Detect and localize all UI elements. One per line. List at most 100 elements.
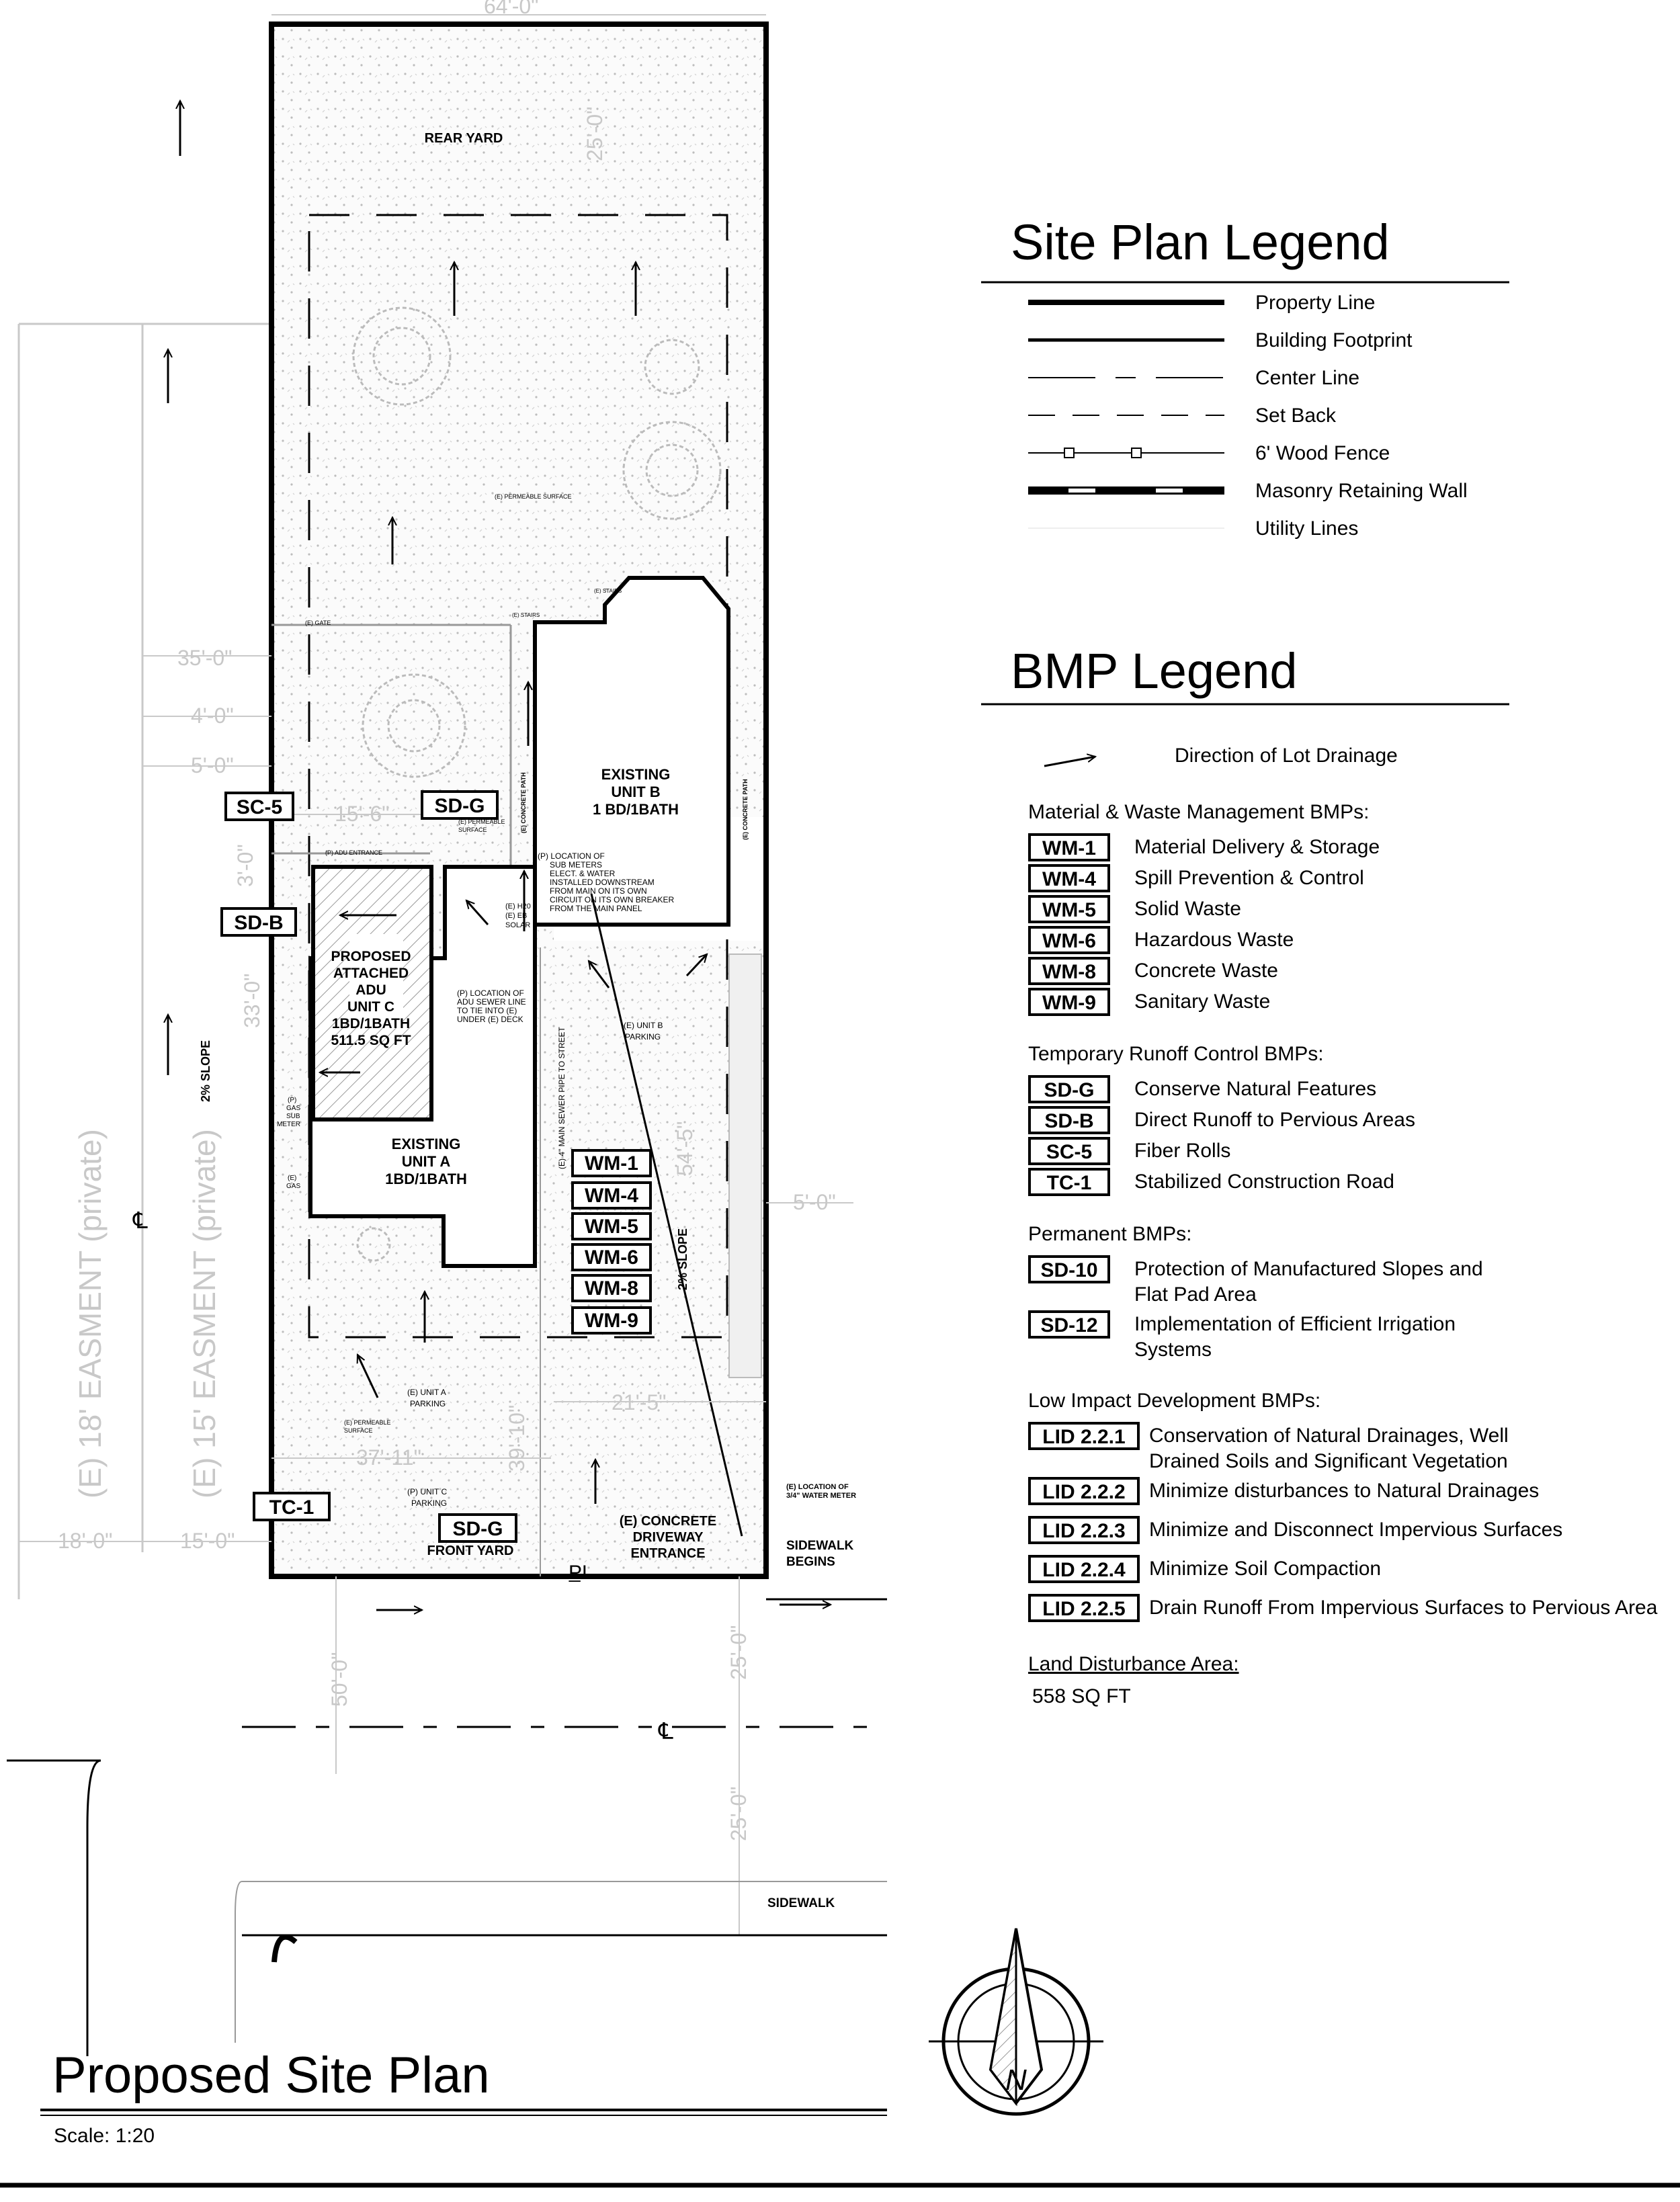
svg-text:Building Footprint: Building Footprint xyxy=(1255,329,1413,351)
masonry-strip xyxy=(728,954,762,1378)
bmp-item-tc-1: TC-1 Stabilized Construction Road xyxy=(1028,1168,1394,1196)
svg-text:54'-5": 54'-5" xyxy=(673,1121,697,1176)
svg-text:WM-1: WM-1 xyxy=(585,1152,638,1175)
svg-text:N: N xyxy=(1005,2064,1027,2097)
bmp-item-wm-8: WM-8 Concrete Waste xyxy=(1028,957,1278,985)
bmp-legend-title: BMP Legend xyxy=(1011,643,1298,699)
svg-text:GAS: GAS xyxy=(286,1105,300,1112)
svg-text:WM-5: WM-5 xyxy=(1042,899,1096,921)
svg-text:Sanitary Waste: Sanitary Waste xyxy=(1134,990,1270,1013)
land-disturbance-value: 558 SQ FT xyxy=(1032,1685,1131,1707)
svg-text:Implementation of Efficient Ir: Implementation of Efficient Irrigation xyxy=(1134,1313,1456,1335)
dimension-lines xyxy=(19,14,853,1935)
svg-text:Drained Soils and Significant: Drained Soils and Significant Vegetation xyxy=(1149,1450,1508,1472)
svg-text:SC-5: SC-5 xyxy=(1046,1141,1092,1163)
driveway-label: (E) CONCRETE DRIVEWAY ENTRANCE xyxy=(620,1514,716,1561)
svg-text:LID 2.2.4: LID 2.2.4 xyxy=(1042,1559,1126,1581)
svg-text:Fiber Rolls: Fiber Rolls xyxy=(1134,1140,1230,1162)
svg-text:ADU: ADU xyxy=(355,982,386,998)
svg-text:(P) UNIT C: (P) UNIT C xyxy=(407,1487,447,1496)
svg-text:(E) PERMEABLE SURFACE: (E) PERMEABLE SURFACE xyxy=(495,493,572,500)
easement-18-label: (E) 18' EASMENT (private) xyxy=(73,1129,108,1498)
svg-text:UNIT C: UNIT C xyxy=(347,999,394,1015)
svg-text:SD-G: SD-G xyxy=(453,1518,503,1540)
svg-text:33'-0": 33'-0" xyxy=(240,973,264,1028)
svg-text:EXISTING: EXISTING xyxy=(601,766,671,783)
svg-text:ENTRANCE: ENTRANCE xyxy=(630,1546,705,1561)
svg-text:SD-10: SD-10 xyxy=(1040,1259,1097,1281)
drainage-legend-arrow xyxy=(1044,757,1095,767)
svg-text:(P) LOCATION OF: (P) LOCATION OF xyxy=(538,851,605,861)
svg-text:ELECT. & WATER: ELECT. & WATER xyxy=(550,869,616,878)
svg-text:SC-5: SC-5 xyxy=(237,796,282,818)
svg-text:WM-1: WM-1 xyxy=(1042,837,1096,859)
sewer-line xyxy=(590,893,743,1537)
svg-text:WM-8: WM-8 xyxy=(1042,961,1096,983)
svg-text:(E) EB: (E) EB xyxy=(505,912,527,920)
svg-text:SURFACE: SURFACE xyxy=(344,1427,373,1434)
legend-item-property: Property Line xyxy=(1028,292,1375,314)
svg-text:(E) STAIRS: (E) STAIRS xyxy=(512,612,540,618)
svg-text:WM-8: WM-8 xyxy=(585,1277,638,1300)
svg-text:Systems: Systems xyxy=(1134,1339,1212,1361)
svg-text:Solid Waste: Solid Waste xyxy=(1134,898,1241,920)
svg-text:Stabilized Construction Road: Stabilized Construction Road xyxy=(1134,1171,1394,1193)
adu-label: PROPOSED ATTACHED ADU UNIT C 1BD/1BATH 5… xyxy=(331,949,411,1048)
svg-text:TO TIE INTO (E): TO TIE INTO (E) xyxy=(457,1006,517,1015)
svg-text:SUB: SUB xyxy=(286,1113,300,1120)
svg-text:WM-4: WM-4 xyxy=(585,1185,638,1207)
svg-text:SD-B: SD-B xyxy=(1044,1110,1093,1132)
sidewalk-label: SIDEWALK xyxy=(767,1896,835,1910)
svg-text:(E) STAIRS: (E) STAIRS xyxy=(594,588,622,594)
svg-text:DRIVEWAY: DRIVEWAY xyxy=(633,1530,704,1545)
svg-text:1BD/1BATH: 1BD/1BATH xyxy=(385,1171,467,1187)
svg-text:50'-0": 50'-0" xyxy=(327,1652,351,1707)
north-arrow-icon: N xyxy=(929,1928,1103,2116)
tree-icons xyxy=(352,306,722,1262)
svg-text:Masonry Retaining Wall: Masonry Retaining Wall xyxy=(1255,480,1468,502)
svg-text:FROM MAIN ON ITS OWN: FROM MAIN ON ITS OWN xyxy=(550,886,647,896)
svg-text:6' Wood Fence: 6' Wood Fence xyxy=(1255,442,1390,464)
svg-text:INSTALLED DOWNSTREAM: INSTALLED DOWNSTREAM xyxy=(550,878,655,887)
svg-text:TC-1: TC-1 xyxy=(1047,1172,1092,1194)
legend-item-fence: 6' Wood Fence xyxy=(1028,442,1390,464)
svg-text:39'-10": 39'-10" xyxy=(505,1405,529,1472)
svg-text:SURFACE: SURFACE xyxy=(458,827,487,833)
svg-text:PARKING: PARKING xyxy=(411,1498,447,1508)
svg-text:LID 2.2.2: LID 2.2.2 xyxy=(1042,1481,1125,1503)
front-yard-label: FRONT YARD xyxy=(427,1543,514,1558)
svg-text:LID 2.2.5: LID 2.2.5 xyxy=(1042,1598,1125,1620)
svg-text:1 BD/1BATH: 1 BD/1BATH xyxy=(593,801,679,818)
svg-text:511.5 SQ FT: 511.5 SQ FT xyxy=(331,1033,411,1048)
svg-text:WM-4: WM-4 xyxy=(1042,868,1096,890)
svg-text:(E) H20: (E) H20 xyxy=(505,902,531,911)
svg-text:(P) ADU ENTRANCE: (P) ADU ENTRANCE xyxy=(325,849,382,856)
svg-text:Concrete Waste: Concrete Waste xyxy=(1134,960,1278,982)
svg-text:3/4" WATER METER: 3/4" WATER METER xyxy=(786,1492,856,1500)
plan-tag-wm-8: WM-8 xyxy=(571,1274,652,1302)
svg-text:25'-0": 25'-0" xyxy=(583,106,607,161)
svg-text:Conserve Natural Features: Conserve Natural Features xyxy=(1134,1078,1376,1100)
svg-text:SOLAR: SOLAR xyxy=(505,921,530,929)
svg-text:(E) LOCATION OF: (E) LOCATION OF xyxy=(786,1483,849,1491)
svg-text:PROPOSED: PROPOSED xyxy=(331,949,411,964)
concrete-path-label-1: (E) CONCRETE PATH xyxy=(520,772,527,833)
svg-text:SD-G: SD-G xyxy=(435,795,485,817)
svg-text:WM-5: WM-5 xyxy=(585,1216,638,1238)
sewer-pipe-label: (E) 4" MAIN SEWER PIPE TO STREET xyxy=(557,1026,566,1169)
svg-text:(E) PERMEABLE: (E) PERMEABLE xyxy=(458,818,505,825)
plan-tag-sd-b: SD-B xyxy=(220,907,297,937)
svg-text:Low Impact Development BMPs:: Low Impact Development BMPs: xyxy=(1028,1390,1320,1412)
